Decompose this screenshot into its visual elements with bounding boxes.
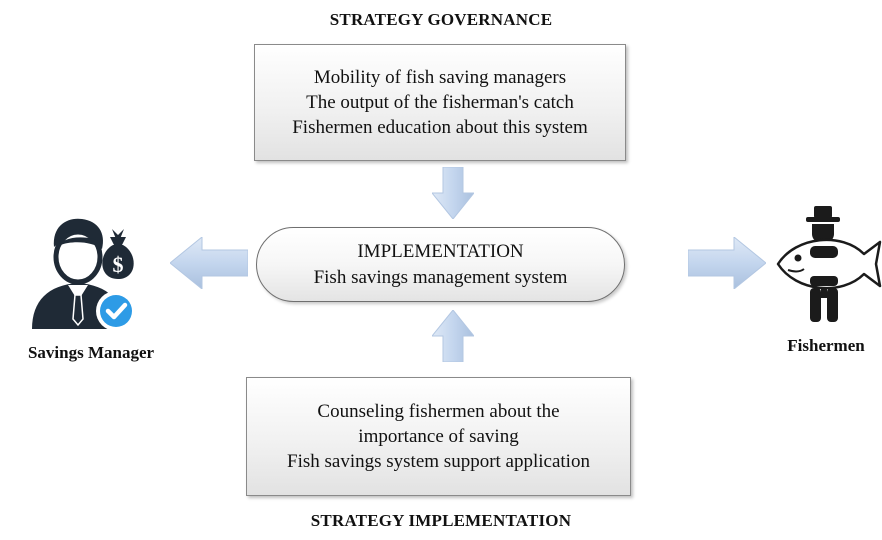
arrow-up-icon	[432, 310, 474, 362]
governance-line: The output of the fisherman's catch	[306, 92, 574, 113]
svg-text:$: $	[113, 252, 124, 277]
savings-manager-icon: $	[32, 218, 136, 331]
implementation-box: IMPLEMENTATION Fish savings management s…	[256, 227, 625, 302]
savings-manager-label: Savings Manager	[27, 343, 155, 362]
governance-line: Fishermen education about this system	[292, 117, 588, 138]
implementation-subtitle: Fish savings management system	[313, 266, 568, 288]
fisherman-icon	[776, 206, 882, 322]
strategy-implementation-box: Counseling fishermen about the importanc…	[246, 377, 631, 496]
arrow-down-icon	[432, 167, 474, 219]
implementation-line: Fish savings system support application	[287, 451, 590, 472]
governance-line: Mobility of fish saving managers	[313, 67, 567, 88]
implementation-line: importance of saving	[358, 426, 519, 447]
fishermen-label: Fishermen	[787, 336, 865, 355]
strategy-governance-heading: STRATEGY GOVERNANCE	[329, 10, 553, 29]
strategy-implementation-heading: STRATEGY IMPLEMENTATION	[310, 511, 572, 530]
arrow-left-icon	[170, 237, 248, 289]
implementation-title: IMPLEMENTATION	[357, 240, 524, 262]
arrow-right-icon	[688, 237, 766, 289]
strategy-governance-box: Mobility of fish saving managers The out…	[254, 44, 626, 161]
implementation-line: Counseling fishermen about the	[317, 401, 560, 422]
